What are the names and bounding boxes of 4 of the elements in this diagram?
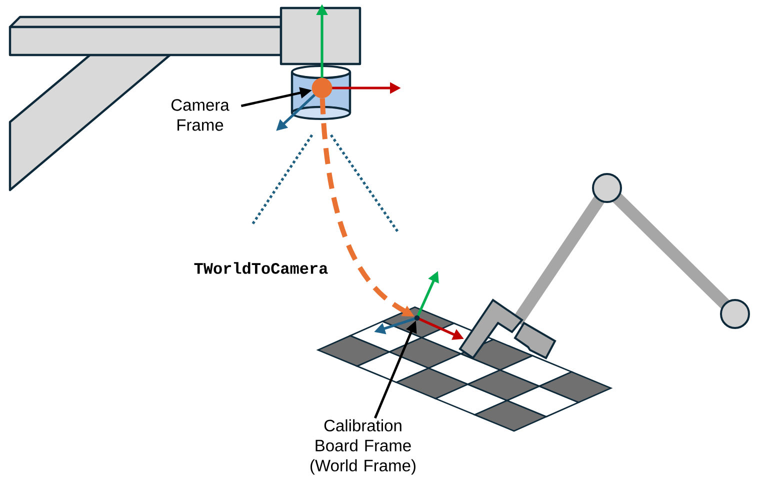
frame-origin-dot (312, 78, 332, 98)
edge-label: TWorldToCamera (192, 261, 330, 275)
frame-label: Camera Frame (172, 99, 230, 131)
frame-label: Calibration Board Frame (World Frame) (310, 419, 416, 475)
